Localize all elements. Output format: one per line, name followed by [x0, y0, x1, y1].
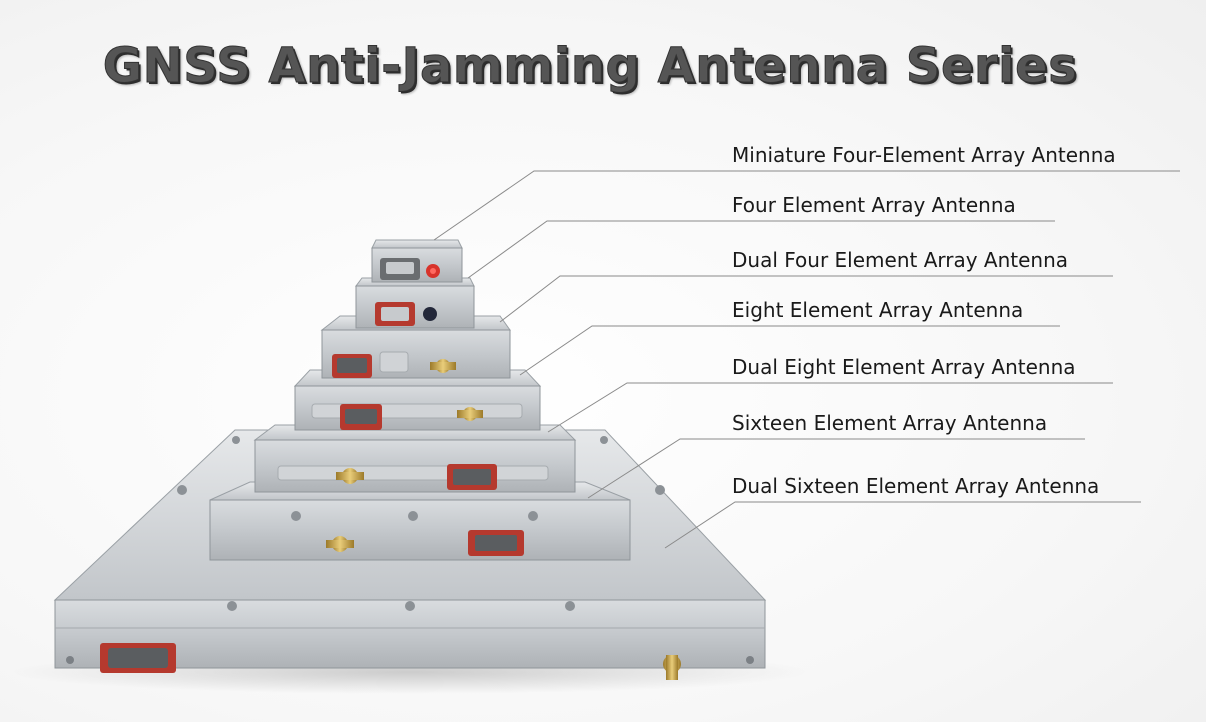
leader-line-3	[499, 275, 1113, 323]
label-miniature-four-element: Miniature Four-Element Array Antenna	[732, 143, 1116, 167]
label-sixteen-element: Sixteen Element Array Antenna	[732, 411, 1048, 435]
leader-line-5	[547, 382, 1113, 433]
page-title: GNSS Anti-Jamming Antenna Series	[102, 38, 1078, 95]
leader-line-1	[433, 170, 1180, 241]
miniature-four-element-antenna	[371, 239, 463, 283]
sixteen-element-antenna	[209, 481, 631, 561]
label-dual-eight-element: Dual Eight Element Array Antenna	[732, 355, 1076, 379]
leader-line-4	[519, 325, 1060, 376]
label-dual-sixteen-element: Dual Sixteen Element Array Antenna	[732, 474, 1100, 498]
label-four-element: Four Element Array Antenna	[732, 193, 1016, 217]
label-dual-four-element: Dual Four Element Array Antenna	[732, 248, 1069, 272]
leader-line-6	[587, 438, 1085, 499]
eight-element-antenna	[293, 369, 542, 431]
leader-line-2	[467, 220, 1055, 279]
leader-line-7	[664, 501, 1141, 549]
label-leader-lines	[433, 170, 1180, 549]
dual-eight-element-antenna	[253, 424, 577, 493]
four-element-antenna	[355, 277, 475, 329]
label-eight-element: Eight Element Array Antenna	[732, 298, 1024, 322]
